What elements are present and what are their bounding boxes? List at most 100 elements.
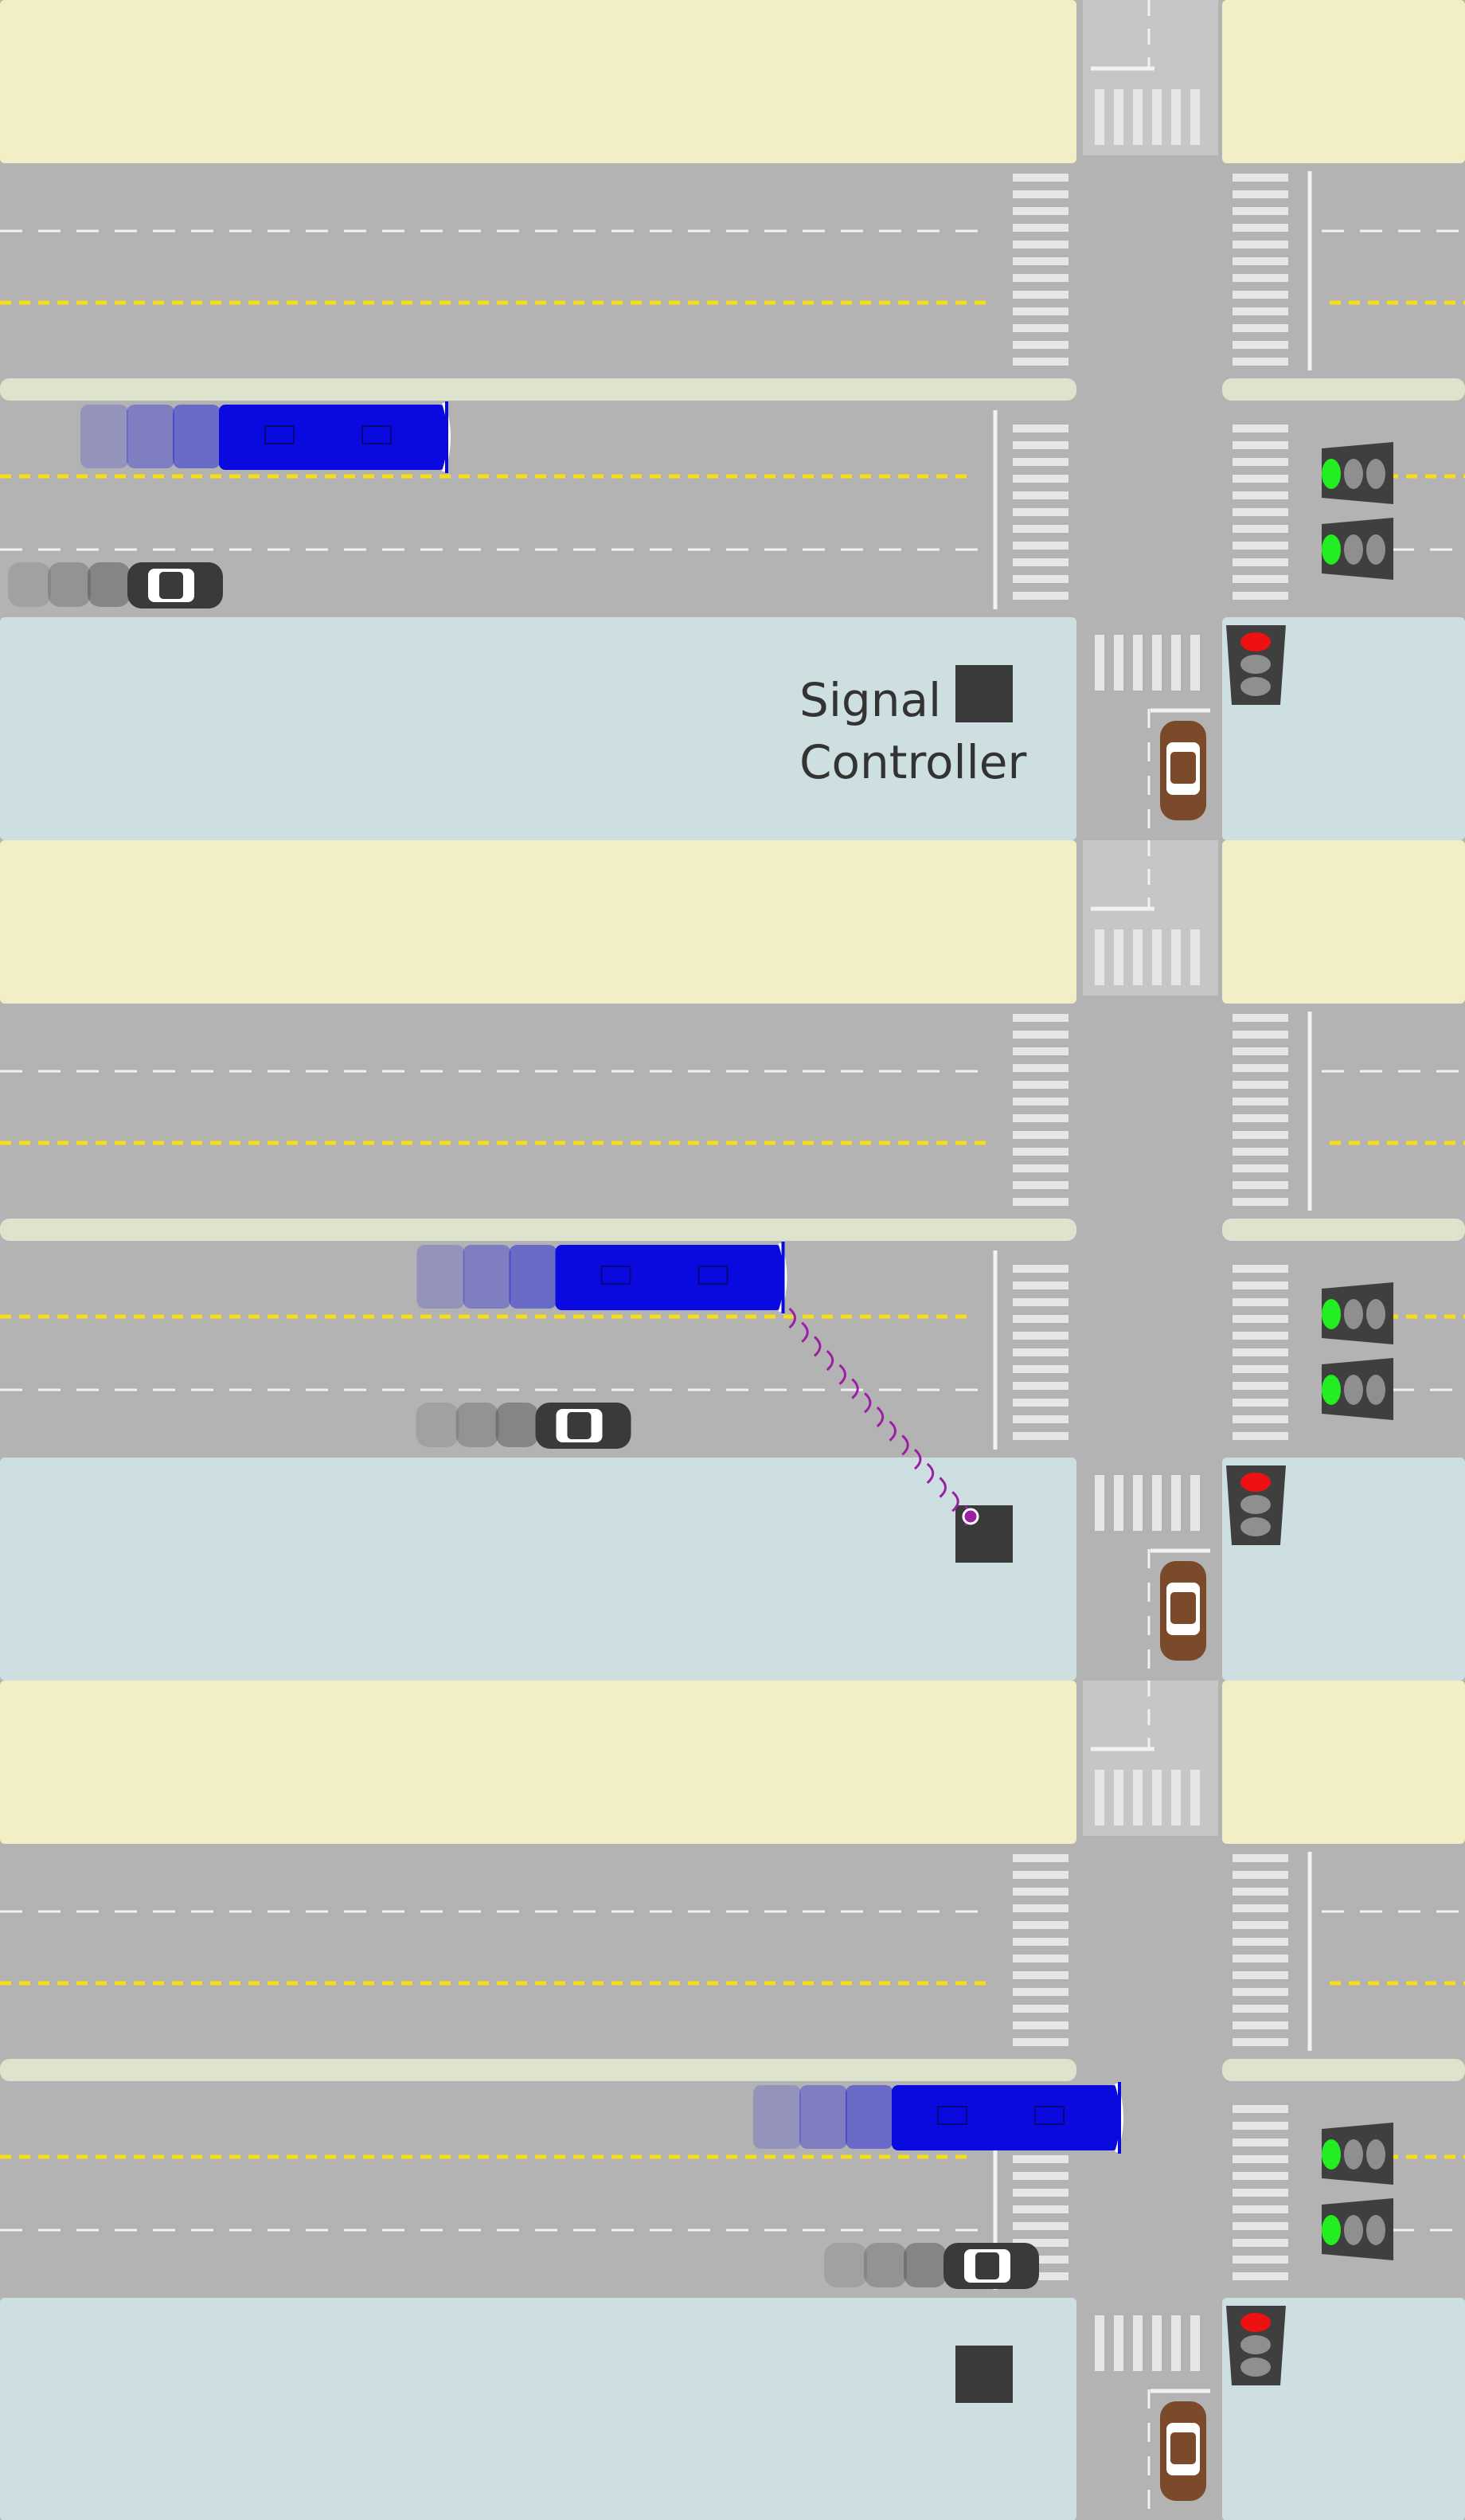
- crosswalk-east-stripe: [1233, 341, 1288, 349]
- crosswalk-south-stripe: [1152, 1475, 1162, 1531]
- main-street-signal-head: [1322, 1282, 1393, 1344]
- crosswalk-west-stripe: [1013, 542, 1068, 550]
- crosswalk-south-stripe: [1133, 635, 1143, 691]
- crosswalk-west-stripe: [1013, 1014, 1068, 1022]
- crosswalk-east-stripe: [1233, 2189, 1288, 2197]
- car-motion-ghost: [88, 562, 131, 607]
- signal-lamp: [1240, 2358, 1271, 2377]
- crosswalk-south-stripe: [1133, 1475, 1143, 1531]
- car-motion-ghost: [495, 1403, 539, 1447]
- crosswalk-east-stripe: [1233, 508, 1288, 516]
- crosswalk-west-stripe: [1013, 307, 1068, 315]
- signal-lamp: [1344, 459, 1363, 489]
- crosswalk-east-stripe: [1233, 2105, 1288, 2113]
- crosswalk-west-stripe: [1013, 2189, 1068, 2197]
- frame-2-request: [0, 840, 1465, 1681]
- crosswalk-north-stripe: [1133, 1770, 1143, 1825]
- crosswalk-north-stripe: [1190, 1770, 1200, 1825]
- crosswalk-west-stripe: [1013, 1854, 1068, 1862]
- crosswalk-north-stripe: [1190, 929, 1200, 985]
- signal-lamp: [1240, 2313, 1271, 2332]
- cross-car: [1160, 721, 1206, 820]
- crosswalk-west-stripe: [1013, 592, 1068, 600]
- crosswalk-east-stripe: [1233, 1114, 1288, 1122]
- crosswalk-west-stripe: [1013, 1298, 1068, 1306]
- median-left: [0, 378, 1076, 401]
- bus-motion-ghost: [799, 2085, 847, 2149]
- sidewalk-bottom-left: [0, 2298, 1076, 2520]
- crosswalk-west-stripe: [1013, 1382, 1068, 1390]
- crosswalk-west-stripe: [1013, 1988, 1068, 1996]
- crosswalk-west-stripe: [1013, 2222, 1068, 2230]
- signal-wave-arc: [851, 1378, 859, 1399]
- bus-motion-ghost: [416, 1245, 465, 1309]
- crosswalk-east-stripe: [1233, 592, 1288, 600]
- crosswalk-west-stripe: [1013, 1131, 1068, 1139]
- crosswalk-west-stripe: [1013, 525, 1068, 533]
- crosswalk-west-stripe: [1013, 174, 1068, 182]
- bus: [753, 2082, 1123, 2154]
- crosswalk-east-stripe: [1233, 1198, 1288, 1206]
- crosswalk-west-stripe: [1013, 1181, 1068, 1189]
- crosswalk-north-stripe: [1133, 929, 1143, 985]
- crosswalk-west-stripe: [1013, 1332, 1068, 1340]
- crosswalk-east-stripe: [1233, 274, 1288, 282]
- crosswalk-east-stripe: [1233, 2155, 1288, 2163]
- crosswalk-east-stripe: [1233, 257, 1288, 265]
- crosswalk-east-stripe: [1233, 241, 1288, 248]
- cross-street-signal-head: [1226, 1465, 1286, 1545]
- signal-lamp: [1344, 2139, 1363, 2170]
- signal-wave-arc: [788, 1307, 796, 1329]
- sidewalk-bottom-right: [1222, 2298, 1465, 2520]
- crosswalk-east-stripe: [1233, 2272, 1288, 2280]
- crosswalk-west-stripe: [1013, 1282, 1068, 1289]
- controller-label-line1: Signal: [799, 673, 942, 727]
- crosswalk-south-stripe: [1171, 2315, 1181, 2371]
- crosswalk-west-stripe: [1013, 575, 1068, 583]
- car-motion-ghost: [48, 562, 91, 607]
- crosswalk-west-stripe: [1013, 2239, 1068, 2247]
- crosswalk-east-stripe: [1233, 224, 1288, 232]
- crosswalk-east-stripe: [1233, 1988, 1288, 1996]
- bus-roof-hatch: [1034, 2106, 1065, 2125]
- crosswalk-west-stripe: [1013, 1315, 1068, 1323]
- crosswalk-east-stripe: [1233, 324, 1288, 332]
- intersection-svg: [0, 1681, 1465, 2520]
- crosswalk-east-stripe: [1233, 1298, 1288, 1306]
- crosswalk-south-stripe: [1114, 2315, 1123, 2371]
- crosswalk-west-stripe: [1013, 2172, 1068, 2180]
- crosswalk-west-stripe: [1013, 2205, 1068, 2213]
- crosswalk-west-stripe: [1013, 224, 1068, 232]
- crosswalk-east-stripe: [1233, 2122, 1288, 2130]
- crosswalk-east-stripe: [1233, 491, 1288, 499]
- crosswalk-west-stripe: [1013, 425, 1068, 432]
- bus-motion-ghost: [463, 1245, 511, 1309]
- crosswalk-east-stripe: [1233, 2222, 1288, 2230]
- crosswalk-south-stripe: [1095, 635, 1104, 691]
- car: [8, 562, 223, 608]
- crosswalk-south-stripe: [1114, 1475, 1123, 1531]
- car-roof: [159, 572, 183, 599]
- crosswalk-west-stripe: [1013, 558, 1068, 566]
- crosswalk-east-stripe: [1233, 1955, 1288, 1962]
- frame-3-priority: [0, 1681, 1465, 2520]
- crosswalk-east-stripe: [1233, 307, 1288, 315]
- crosswalk-north-stripe: [1171, 1770, 1181, 1825]
- signal-wave-arc: [913, 1449, 922, 1470]
- signal-request-waves: [788, 1307, 972, 1527]
- crosswalk-east-stripe: [1233, 558, 1288, 566]
- signal-wave-arc: [813, 1336, 822, 1357]
- main-street-signal-head: [1322, 2198, 1393, 2260]
- crosswalk-west-stripe: [1013, 458, 1068, 466]
- crosswalk-east-stripe: [1233, 1265, 1288, 1273]
- sidewalk-top-left: [0, 840, 1076, 1004]
- crosswalk-west-stripe: [1013, 1081, 1068, 1089]
- crosswalk-west-stripe: [1013, 441, 1068, 449]
- crosswalk-south-stripe: [1114, 635, 1123, 691]
- crosswalk-east-stripe: [1233, 425, 1288, 432]
- bus-body: [555, 1245, 783, 1310]
- main-street-signal-head: [1322, 2123, 1393, 2185]
- signal-lamp: [1366, 1375, 1385, 1405]
- crosswalk-east-stripe: [1233, 190, 1288, 198]
